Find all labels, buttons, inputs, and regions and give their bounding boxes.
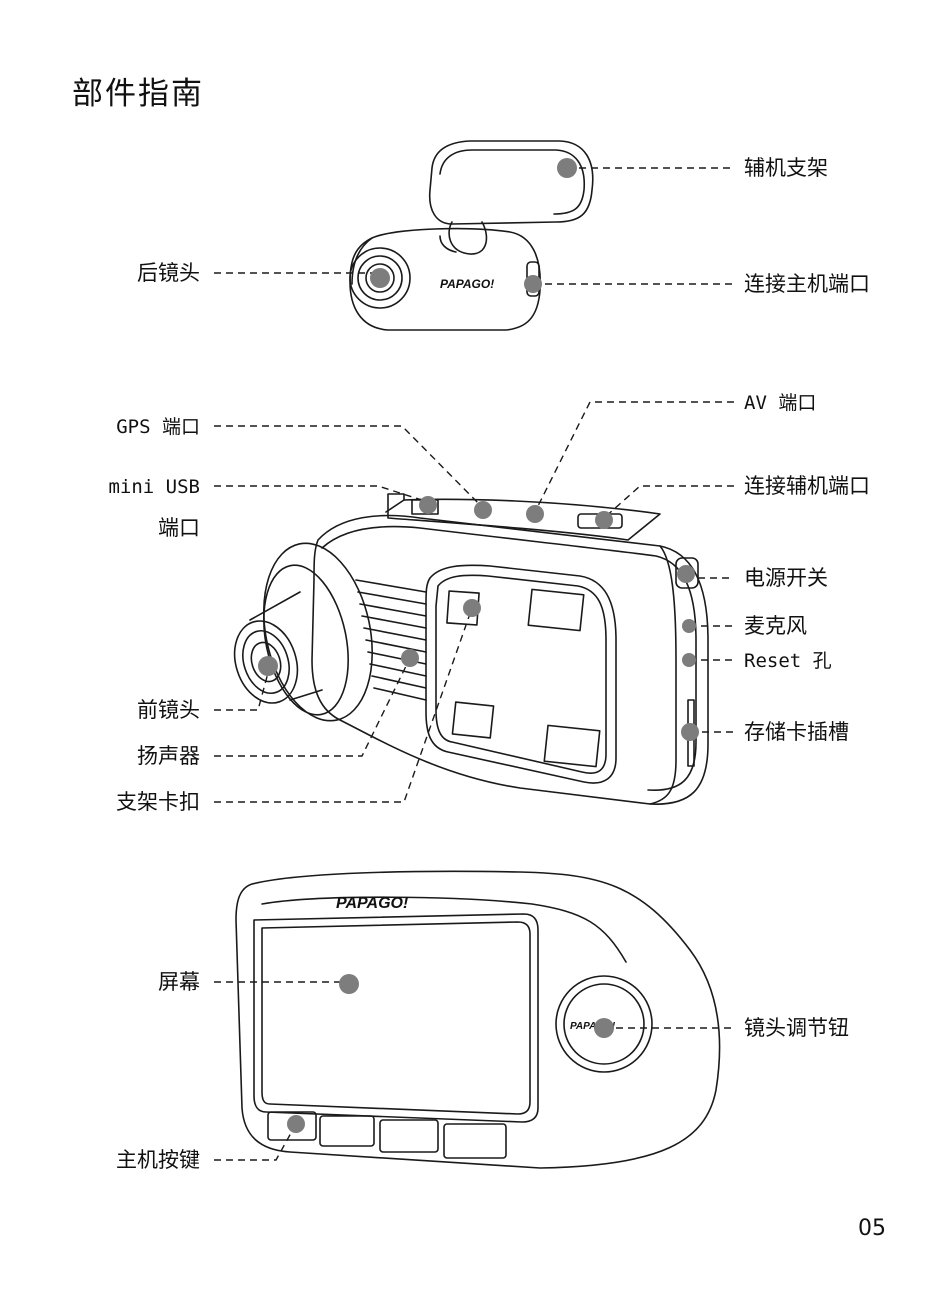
callout-dot [370,268,390,288]
callout-dot [401,649,419,667]
page-title: 部件指南 [72,76,204,112]
leader-lines [214,167,734,1161]
back-brand-logo: PAPAGO! [336,895,409,912]
callout-dot [682,653,696,667]
callout-dot [524,275,542,293]
label-mini-usb-line2: 端口 [158,516,200,540]
speaker-grille [355,579,427,701]
callout-dot [339,974,359,994]
label-mini-usb-line1: mini USB [108,476,200,498]
back-view-drawing: PAPAGO! PAPAGO! [235,870,721,1169]
label-host-buttons: 主机按键 [116,1148,200,1172]
callout-dot [258,656,278,676]
label-rear-lens: 后镜头 [137,261,200,285]
knob-brand-logo: PAPAGO! [570,1021,616,1032]
label-lens-knob: 镜头调节钮 [744,1016,849,1040]
label-mount-clip: 支架卡扣 [116,790,200,814]
label-aux-bracket: 辅机支架 [744,156,828,180]
label-front-lens: 前镜头 [137,698,200,722]
label-gps-port: GPS 端口 [116,416,200,438]
callout-dot [594,1018,614,1038]
label-screen: 屏幕 [158,970,200,994]
callout-dot [463,599,481,617]
callout-dot [526,505,544,523]
callout-dot [595,511,613,529]
callout-dot [419,496,437,514]
rear-brand-logo: PAPAGO! [440,277,494,291]
callout-dots [258,158,699,1133]
callout-dot [682,619,696,633]
label-speaker: 扬声器 [137,744,200,768]
label-sd-slot: 存储卡插槽 [744,720,849,744]
callout-dot [681,723,699,741]
label-host-connector: 连接主机端口 [744,272,870,296]
label-aux-port: 连接辅机端口 [744,474,870,498]
callout-dot [287,1115,305,1133]
page-number: 05 [858,1216,886,1241]
callout-dot [474,501,492,519]
rear-camera-drawing: PAPAGO! [349,140,594,331]
callout-dot [677,565,695,583]
label-av-port: AV 端口 [744,392,817,414]
label-microphone: 麦克风 [744,614,807,638]
main-unit-drawing [233,493,709,805]
label-power-switch: 电源开关 [744,566,828,590]
label-reset: Reset 孔 [744,650,832,672]
callout-dot [557,158,577,178]
